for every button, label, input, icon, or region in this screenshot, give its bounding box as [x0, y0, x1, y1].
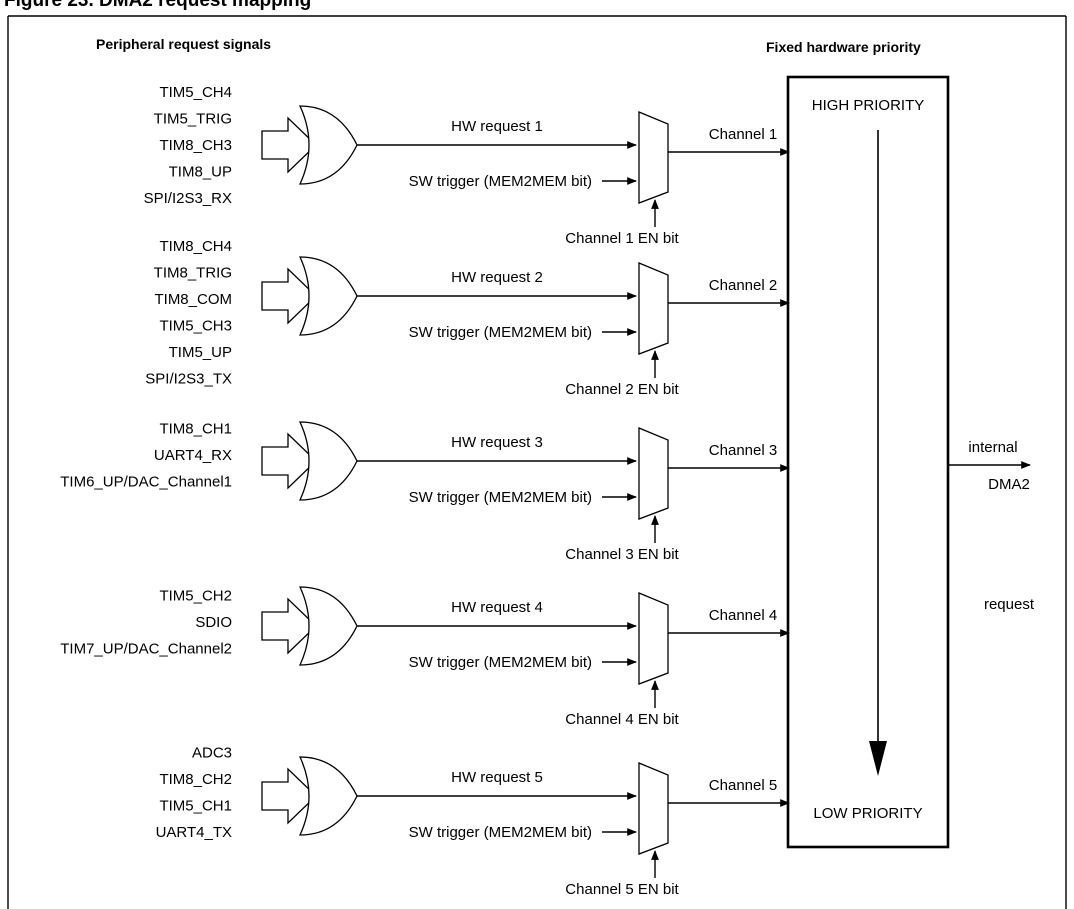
- en-bit-label: Channel 4 EN bit: [565, 711, 679, 728]
- peripheral-signal-label: TIM5_CH4: [159, 84, 232, 101]
- hw-request-label: HW request 1: [451, 118, 543, 135]
- en-bit-label: Channel 5 EN bit: [565, 881, 679, 898]
- multiplexer-icon: [638, 762, 669, 855]
- multiplexer-icon: [638, 262, 669, 355]
- peripheral-signal-label: SPI/I2S3_TX: [145, 370, 232, 387]
- block-arrow-icon: [261, 267, 317, 325]
- sw-trigger-label: SW trigger (MEM2MEM bit): [409, 654, 592, 671]
- multiplexer-icon: [638, 427, 669, 520]
- peripheral-signal-label: TIM8_CH3: [159, 137, 232, 154]
- sw-trigger-label: SW trigger (MEM2MEM bit): [409, 489, 592, 506]
- output-label-line3: request: [984, 596, 1035, 613]
- peripheral-signal-label: TIM5_TRIG: [154, 111, 232, 128]
- output-label-line2: DMA2: [988, 476, 1030, 493]
- sw-trigger-label: SW trigger (MEM2MEM bit): [409, 824, 592, 841]
- peripheral-signal-label: TIM5_UP: [169, 344, 232, 361]
- peripheral-signal-label: TIM8_CH2: [159, 771, 232, 788]
- channel-label: Channel 4: [709, 607, 777, 624]
- channel-label: Channel 5: [709, 777, 777, 794]
- priority-box: [786, 75, 950, 849]
- or-gate-icon: [298, 105, 358, 185]
- peripheral-signal-label: ADC3: [192, 744, 232, 761]
- channel-label: Channel 1: [709, 126, 777, 143]
- peripheral-signal-label: UART4_TX: [156, 824, 232, 841]
- peripheral-signal-label: TIM5_CH1: [159, 797, 232, 814]
- multiplexer-icon: [638, 592, 669, 685]
- channel-label: Channel 2: [709, 277, 777, 294]
- low-priority-label: LOW PRIORITY: [813, 805, 922, 822]
- hw-request-label: HW request 3: [451, 434, 543, 451]
- hw-request-label: HW request 2: [451, 269, 543, 286]
- peripheral-signal-label: SDIO: [195, 614, 232, 631]
- en-bit-label: Channel 2 EN bit: [565, 381, 679, 398]
- sw-trigger-label: SW trigger (MEM2MEM bit): [409, 324, 592, 341]
- or-gate-icon: [298, 256, 358, 336]
- or-gate-icon: [298, 756, 358, 836]
- block-arrow-icon: [261, 432, 317, 490]
- or-gate-icon: [298, 586, 358, 666]
- peripheral-signal-label: TIM5_CH2: [159, 588, 232, 605]
- peripheral-signal-label: TIM7_UP/DAC_Channel2: [60, 641, 232, 658]
- peripheral-signals-header: Peripheral request signals: [96, 36, 271, 52]
- block-arrow-icon: [261, 767, 317, 825]
- output-label-line1: internal: [968, 439, 1017, 456]
- en-bit-label: Channel 3 EN bit: [565, 546, 679, 563]
- peripheral-signal-label: TIM8_CH1: [159, 421, 232, 438]
- hw-request-label: HW request 4: [451, 599, 543, 616]
- channel-label: Channel 3: [709, 442, 777, 459]
- peripheral-signal-label: SPI/I2S3_RX: [144, 190, 232, 207]
- high-priority-label: HIGH PRIORITY: [812, 97, 925, 114]
- figure-title: Figure 23. DMA2 request mapping: [4, 0, 311, 11]
- multiplexer-icon: [638, 111, 669, 204]
- peripheral-signal-label: TIM8_UP: [169, 164, 232, 181]
- peripheral-signal-label: TIM8_COM: [154, 291, 232, 308]
- or-gate-icon: [298, 421, 358, 501]
- en-bit-label: Channel 1 EN bit: [565, 230, 679, 247]
- priority-arrow-head: [869, 741, 887, 776]
- peripheral-signal-label: TIM5_CH3: [159, 317, 232, 334]
- block-arrow-icon: [261, 597, 317, 655]
- peripheral-signal-label: TIM8_CH4: [159, 238, 232, 255]
- peripheral-signal-label: TIM8_TRIG: [154, 264, 232, 281]
- fixed-priority-header: Fixed hardware priority: [766, 39, 921, 55]
- hw-request-label: HW request 5: [451, 769, 543, 786]
- sw-trigger-label: SW trigger (MEM2MEM bit): [409, 173, 592, 190]
- block-arrow-icon: [261, 116, 317, 174]
- peripheral-signal-label: UART4_RX: [154, 447, 232, 464]
- peripheral-signal-label: TIM6_UP/DAC_Channel1: [60, 474, 232, 491]
